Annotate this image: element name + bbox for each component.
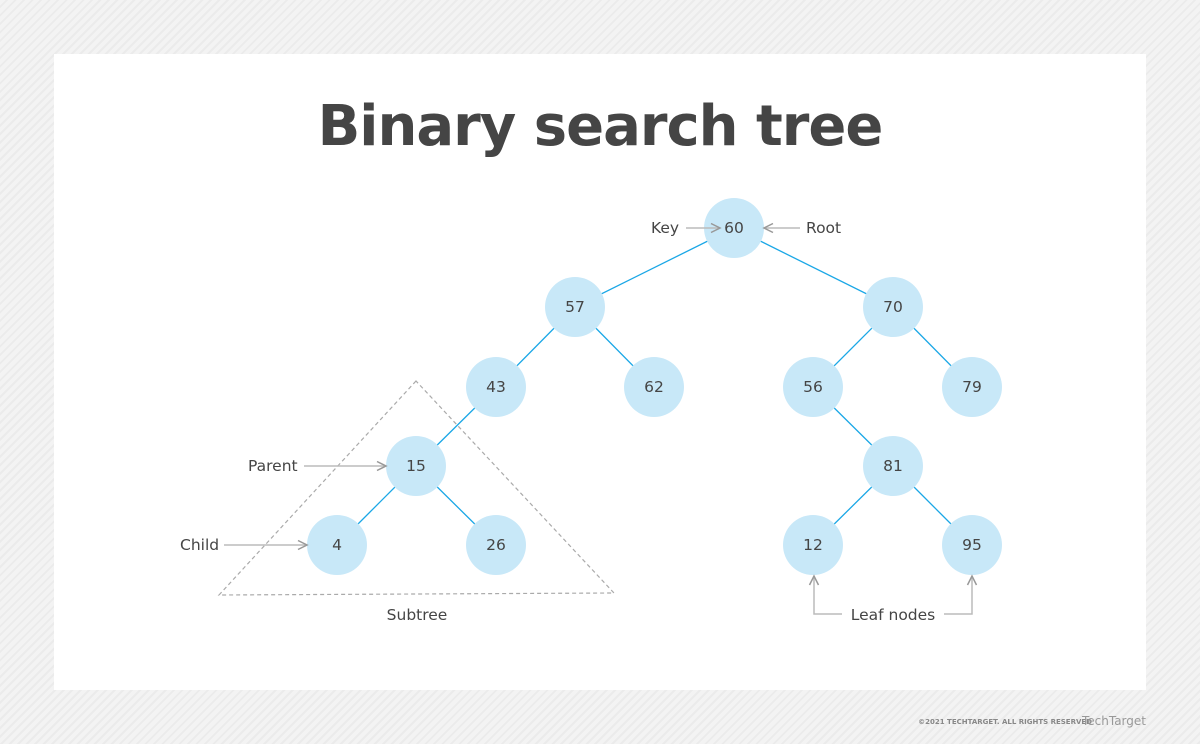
tree-node-15: 15 [386,436,446,496]
node-circle [545,277,605,337]
node-value: 56 [803,378,823,396]
subtree-label: Subtree [387,606,448,624]
node-circle [466,357,526,417]
node-circle [863,436,923,496]
tree-node-26: 26 [466,515,526,575]
tree-node-12: 12 [783,515,843,575]
node-circle [942,357,1002,417]
node-value: 57 [565,298,585,316]
techtarget-logo: TechTarget [1081,714,1146,728]
node-value: 43 [486,378,506,396]
leaf-bracket-left [814,576,842,615]
node-value: 15 [406,457,426,475]
node-value: 95 [962,536,982,554]
node-circle [783,515,843,575]
copyright-text: ©2021 TECHTARGET. ALL RIGHTS RESERVED [918,718,1092,726]
leaf-nodes-label: Leaf nodes [851,606,936,624]
tree-node-56: 56 [783,357,843,417]
key-label: Key [651,219,679,237]
tree-node-57: 57 [545,277,605,337]
tree-node-43: 43 [466,357,526,417]
node-value: 4 [332,536,342,554]
node-circle [942,515,1002,575]
tree-node-60: 60 [704,198,764,258]
node-value: 79 [962,378,982,396]
root-label: Root [806,219,841,237]
leaf-bracket-right [944,576,972,615]
node-value: 62 [644,378,664,396]
parent-label: Parent [248,457,298,475]
node-circle [704,198,764,258]
node-value: 60 [724,219,744,237]
node-value: 81 [883,457,903,475]
node-value: 26 [486,536,506,554]
node-value: 70 [883,298,903,316]
tree-node-70: 70 [863,277,923,337]
node-circle [783,357,843,417]
tree-node-62: 62 [624,357,684,417]
node-circle [863,277,923,337]
node-value: 12 [803,536,823,554]
tree-node-81: 81 [863,436,923,496]
tree-node-79: 79 [942,357,1002,417]
node-circle [466,515,526,575]
node-circle [307,515,367,575]
tree-node-95: 95 [942,515,1002,575]
diagram-title: Binary search tree [317,94,884,159]
tree-node-4: 4 [307,515,367,575]
child-label: Child [180,536,219,554]
node-circle [624,357,684,417]
node-circle [386,436,446,496]
